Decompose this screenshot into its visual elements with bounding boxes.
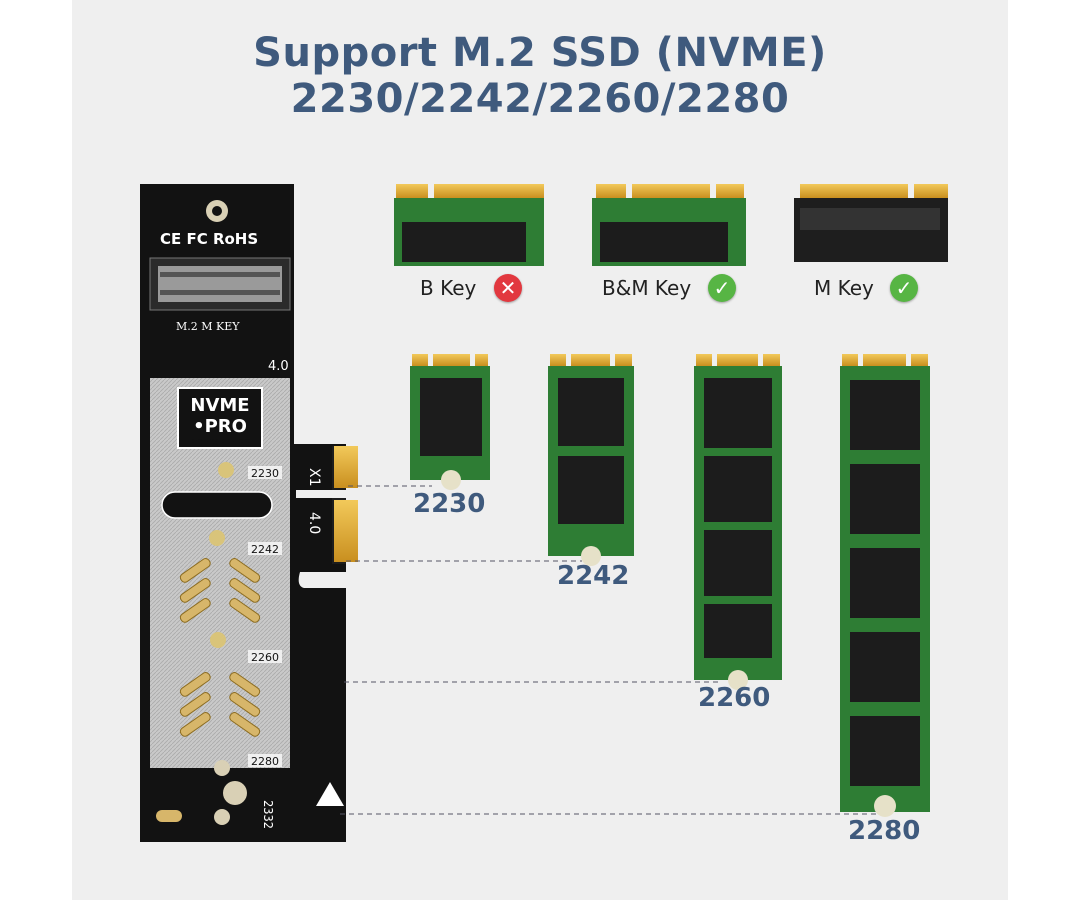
- adapter-card: [140, 184, 358, 842]
- esd-warning-icon: [316, 782, 344, 806]
- status-led: [156, 810, 182, 822]
- b-key-module: [394, 182, 544, 266]
- key-label-bm: B&M Key: [602, 276, 692, 300]
- mount-mark-2230: 2230: [251, 467, 279, 480]
- logo-pro-text: •PRO: [193, 416, 247, 437]
- title-line-1: Support M.2 SSD (NVME): [253, 30, 827, 76]
- unsupported-x-icon: ✕: [494, 274, 522, 302]
- board-code: 2332: [261, 800, 275, 829]
- ssd-2260: [694, 352, 782, 690]
- nvme-pro-logo: [177, 387, 263, 449]
- certifications-text: CE FC RoHS: [160, 230, 258, 248]
- size-label-2260: 2260: [698, 683, 771, 713]
- slot-label: M.2 M KEY: [176, 320, 240, 333]
- supported-check-icon: ✓: [708, 274, 736, 302]
- ssd-2280: [840, 352, 930, 817]
- size-label-2242: 2242: [557, 561, 630, 591]
- mount-mark-2260: 2260: [251, 651, 279, 664]
- ssd-2242: [548, 352, 634, 566]
- m-key-module: [794, 182, 948, 262]
- key-label-b: B Key: [420, 276, 477, 300]
- size-label-2230: 2230: [413, 489, 486, 519]
- mount-mark-2280: 2280: [251, 755, 279, 768]
- title-line-2: 2230/2242/2260/2280: [290, 76, 790, 122]
- logo-pciexpress-text: PCIEXPRESS: [189, 438, 250, 449]
- pcie-width-label: X1: [306, 468, 322, 487]
- size-label-2280: 2280: [848, 816, 921, 846]
- length-guides: [340, 485, 876, 815]
- mount-mark-2242: 2242: [251, 543, 279, 556]
- pcie-version-label: 4.0: [268, 359, 289, 374]
- pcie-version-rotated: 4.0: [306, 512, 322, 534]
- supported-check-icon: ✓: [890, 274, 918, 302]
- key-label-m: M Key: [814, 276, 874, 300]
- logo-nvme-text: NVME: [190, 395, 249, 416]
- bm-key-module: [592, 182, 746, 266]
- ssd-2230: [410, 352, 490, 490]
- pcie-gold-fingers: [334, 446, 358, 562]
